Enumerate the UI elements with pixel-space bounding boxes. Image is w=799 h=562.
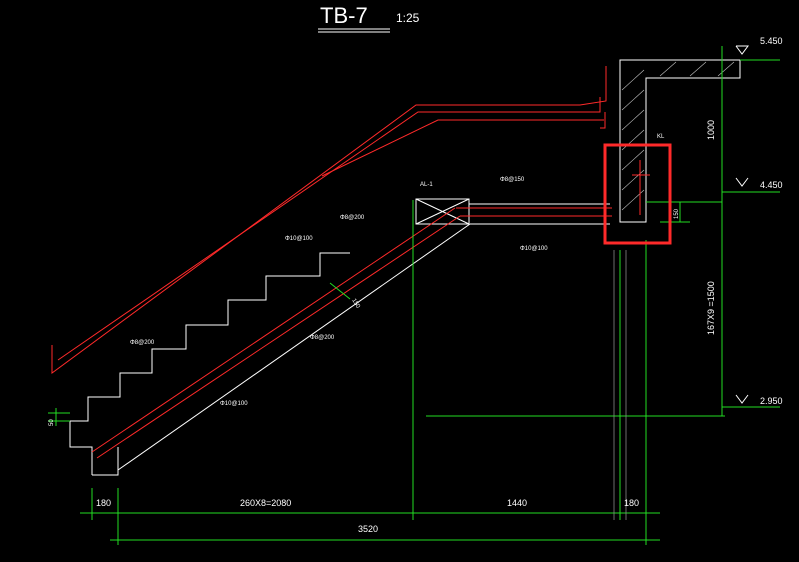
drawing-scale: 1:25 [396,11,420,25]
bottom-dim-1: 180 [96,498,111,508]
wall-hatch [621,61,735,211]
thickness-label: 150 [350,298,361,310]
bottom-dim-total: 3520 [358,524,378,534]
rebar-label-7: Φ10@100 [220,401,248,407]
bottom-dim-4: 180 [624,498,639,508]
elevation-top: 5.450 [760,36,783,46]
drawing-title: TB-7 [320,3,368,28]
elevation-markers [735,45,749,404]
elevation-bottom: 2.950 [760,396,783,406]
elevation-mid: 4.450 [760,180,783,190]
concrete-outline [69,59,741,476]
rebar-label-5: Φ8@200 [130,340,155,346]
dimension-lines [48,46,780,545]
rebar-label-1: Φ8@150 [500,177,525,183]
bottom-dim-2: 260X8=2080 [240,498,291,508]
rebar-label-6: Φ8@200 [310,335,335,341]
step-dim-label: 50 [49,419,55,426]
wall-dim-label: 1000 [706,120,716,140]
grid-lines [613,250,627,520]
beam-label-al: AL-1 [420,182,433,188]
rebar-label-3: Φ8@200 [340,215,365,221]
bottom-dim-3: 1440 [507,498,527,508]
beam-label-kl: KL [657,134,665,140]
rebar-lines [51,66,650,459]
landing-dim-label: 150 [674,208,680,219]
rebar-label-2: Φ10@100 [520,246,548,252]
highlight-box [603,143,672,245]
flight-dim-label: 167X9 =1500 [706,281,716,335]
rebar-label-4: Φ10@100 [285,236,313,242]
